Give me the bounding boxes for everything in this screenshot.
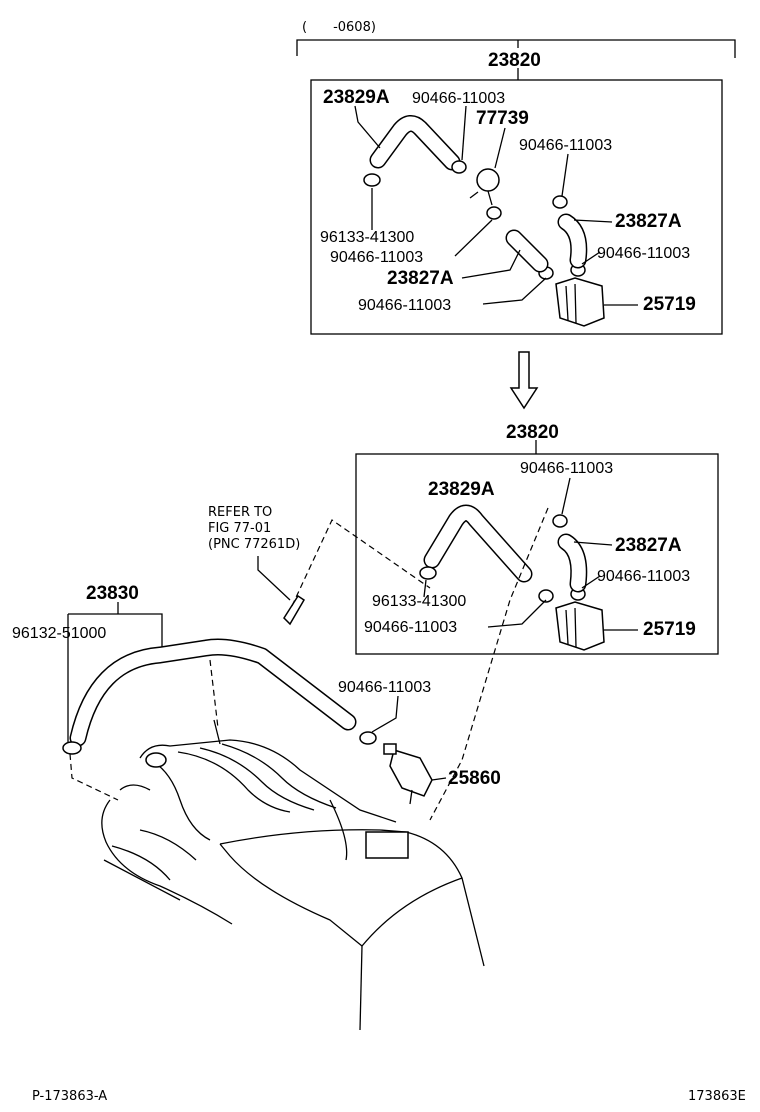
bottom-clamp-a-number: 90466-11003 bbox=[520, 460, 613, 477]
top-group-box bbox=[310, 79, 723, 335]
top-hose-b-number: 23827A bbox=[615, 211, 682, 232]
connection-dash-lines bbox=[69, 507, 549, 821]
top-valve-number: 77739 bbox=[476, 108, 529, 129]
lower-vsv-number: 25860 bbox=[448, 768, 501, 789]
top-hose-c bbox=[505, 229, 549, 273]
top-clamp-e-number: 90466-11003 bbox=[358, 297, 451, 314]
bottom-hose-b bbox=[557, 533, 588, 593]
lower-clamp-number: 90466-11003 bbox=[338, 679, 431, 696]
lower-clip-number: 96132-51000 bbox=[12, 625, 106, 642]
bottom-assembly-number: 23820 bbox=[506, 422, 559, 443]
bottom-hose-clamp-icon bbox=[419, 514, 586, 603]
top-hose-main bbox=[369, 115, 461, 171]
refer-line-3: (PNC 77261D) bbox=[208, 537, 300, 552]
date-range-label: ( -0608) bbox=[302, 20, 376, 35]
lower-hose bbox=[69, 638, 357, 747]
bottom-leader-lines bbox=[423, 477, 638, 631]
vsv-valve-icon bbox=[383, 743, 447, 805]
top-clamp-a-number: 90466-11003 bbox=[412, 90, 505, 107]
lower-hose-bracket bbox=[67, 602, 163, 742]
top-hose-clamp-icon bbox=[363, 160, 586, 280]
lower-clip-icon bbox=[62, 741, 82, 755]
top-clamp-b-number: 90466-11003 bbox=[519, 137, 612, 154]
bottom-hose-b-number: 23827A bbox=[615, 535, 682, 556]
bottom-clamp-c-number: 90466-11003 bbox=[364, 619, 457, 636]
top-hose-b bbox=[557, 213, 588, 269]
top-canister-icon bbox=[555, 277, 605, 327]
bottom-hose-main-number: 23829A bbox=[428, 479, 495, 500]
top-leader-lines bbox=[354, 105, 638, 306]
refer-line-2: FIG 77-01 bbox=[208, 521, 271, 536]
top-canister-number: 25719 bbox=[643, 294, 696, 315]
top-assembly-number: 23820 bbox=[488, 50, 541, 71]
top-hose-c-number: 23827A bbox=[387, 268, 454, 289]
bottom-clamp-b-number: 90466-11003 bbox=[597, 568, 690, 585]
bottom-canister-number: 25719 bbox=[643, 619, 696, 640]
footer-right-code: 173863E bbox=[688, 1089, 746, 1104]
transition-arrow-icon bbox=[509, 351, 539, 410]
top-valve-icon bbox=[469, 168, 500, 206]
refer-pipe-icon bbox=[257, 556, 306, 626]
engine-intake-outline bbox=[101, 719, 485, 1031]
top-clamp-c-number: 90466-11003 bbox=[330, 249, 423, 266]
footer-left-code: P-173863-A bbox=[32, 1089, 107, 1104]
top-hose-main-number: 23829A bbox=[323, 87, 390, 108]
bottom-canister-icon bbox=[555, 601, 605, 651]
lower-clamp-icon bbox=[359, 695, 399, 745]
bottom-group-box bbox=[355, 453, 719, 655]
bottom-hose-main bbox=[423, 504, 533, 583]
date-range-bracket bbox=[296, 39, 736, 58]
lower-hose-number: 23830 bbox=[86, 583, 139, 604]
bottom-clip-number: 96133-41300 bbox=[372, 593, 466, 610]
refer-line-1: REFER TO bbox=[208, 505, 272, 520]
top-clip-number: 96133-41300 bbox=[320, 229, 414, 246]
top-clamp-d-number: 90466-11003 bbox=[597, 245, 690, 262]
